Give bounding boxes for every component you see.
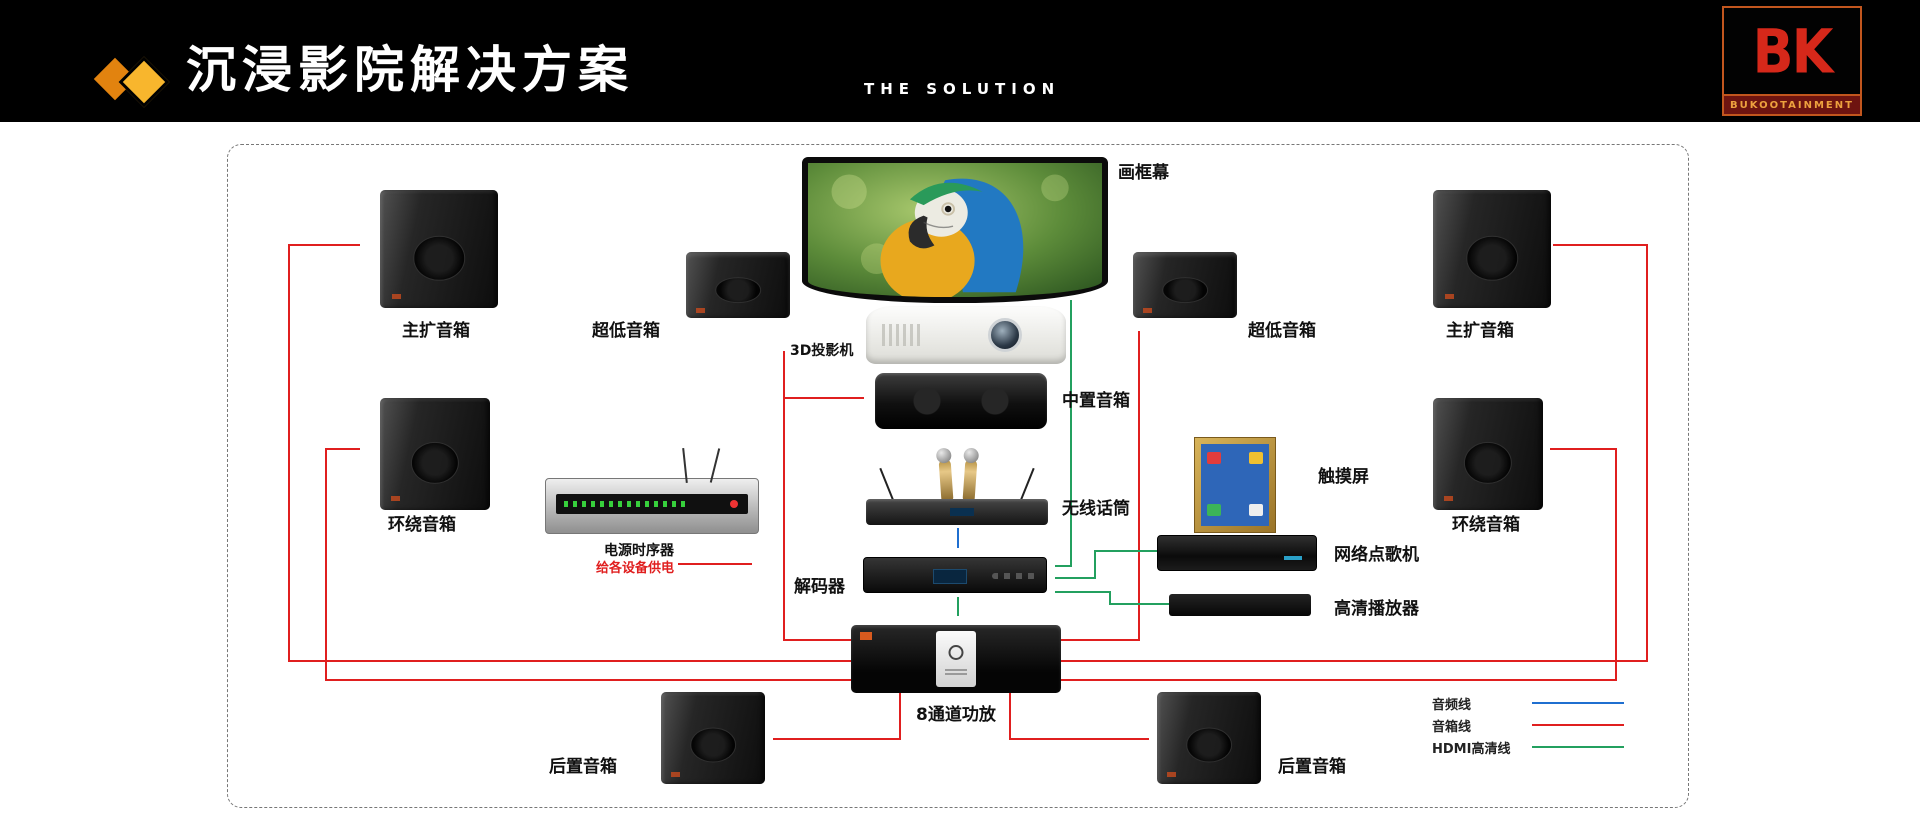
projector-device (866, 306, 1066, 364)
subwoofer-left-device (686, 252, 790, 318)
rear-speaker-left-device (661, 692, 765, 784)
main-speaker-left-device (380, 190, 498, 308)
surround-speaker-left-device (380, 398, 490, 510)
microphone-icon (938, 458, 954, 502)
label-surround-right: 环绕音箱 (1452, 515, 1520, 535)
label-rear-left: 后置音箱 (549, 757, 617, 777)
karaoke-machine-device (1157, 535, 1317, 571)
hd-player-device (1169, 594, 1311, 616)
bk-logo-caption: BUKOOTAINMENT (1724, 94, 1860, 114)
label-center-speaker: 中置音箱 (1062, 391, 1130, 411)
main-speaker-right-device (1433, 190, 1551, 308)
legend-label: 音箱线 (1432, 719, 1472, 735)
hdmi-line-swatch (1532, 746, 1624, 748)
page-subtitle: THE SOLUTION (864, 80, 1061, 98)
antenna-icon (1019, 467, 1035, 503)
label-touch-screen: 触摸屏 (1318, 467, 1369, 487)
amplifier-device (851, 625, 1061, 693)
decoder-device (863, 557, 1047, 593)
mic-receiver-base (866, 499, 1048, 525)
wireless-mic-device (866, 449, 1048, 525)
bk-logo-letters: BK (1752, 15, 1833, 87)
label-hd-player: 高清播放器 (1334, 599, 1419, 619)
speaker-line-swatch (1532, 724, 1624, 726)
label-main-speaker-left: 主扩音箱 (402, 321, 470, 341)
app-tile-icon (1207, 452, 1221, 464)
surround-speaker-right-device (1433, 398, 1543, 510)
label-decoder: 解码器 (794, 577, 845, 597)
touch-screen-content (1201, 444, 1269, 526)
touch-screen-device (1194, 437, 1276, 533)
power-timer-display (556, 494, 748, 514)
projector-lens-icon (988, 318, 1022, 352)
amplifier-display (936, 631, 976, 687)
label-power-note: 给各设备供电 (596, 561, 675, 576)
antenna-icon (879, 467, 895, 503)
label-projector: 3D投影机 (790, 343, 854, 359)
label-amplifier: 8通道功放 (916, 705, 996, 725)
page-title: 沉浸影院解决方案 (186, 41, 634, 99)
label-subwoofer-left: 超低音箱 (592, 321, 660, 341)
parrot-picture (808, 163, 1102, 297)
legend-item-audio: 音频线 (1432, 692, 1624, 714)
label-subwoofer-right: 超低音箱 (1248, 321, 1316, 341)
label-wireless-mic: 无线话筒 (1062, 499, 1130, 519)
legend: 音频线 音箱线 HDMI高清线 (1432, 692, 1624, 758)
app-tile-icon (1249, 504, 1263, 516)
app-tile-icon (1207, 504, 1221, 516)
projector-vents (882, 324, 924, 346)
rear-speaker-right-device (1157, 692, 1261, 784)
label-main-speaker-right: 主扩音箱 (1446, 321, 1514, 341)
legend-item-speaker: 音箱线 (1432, 714, 1624, 736)
power-timer-device (545, 447, 759, 534)
audio-line-swatch (1532, 702, 1624, 704)
subwoofer-right-device (1133, 252, 1237, 318)
header-bar: 沉浸影院解决方案 THE SOLUTION BK BUKOOTAINMENT (0, 0, 1920, 122)
app-tile-icon (1249, 452, 1263, 464)
brand-diamond-icon (92, 56, 178, 108)
microphone-icon (962, 458, 978, 502)
center-speaker-device (875, 373, 1047, 429)
label-surround-left: 环绕音箱 (388, 515, 456, 535)
screen-device (802, 157, 1108, 303)
legend-label: 音频线 (1432, 697, 1472, 713)
legend-item-hdmi: HDMI高清线 (1432, 736, 1624, 758)
bk-logo: BK BUKOOTAINMENT (1722, 6, 1862, 116)
label-power-timer: 电源时序器 (604, 543, 674, 559)
label-rear-right: 后置音箱 (1278, 757, 1346, 777)
label-karaoke: 网络点歌机 (1334, 545, 1419, 565)
label-screen: 画框幕 (1118, 163, 1169, 183)
legend-label: HDMI高清线 (1432, 741, 1511, 757)
diamond-right-icon (118, 56, 170, 108)
